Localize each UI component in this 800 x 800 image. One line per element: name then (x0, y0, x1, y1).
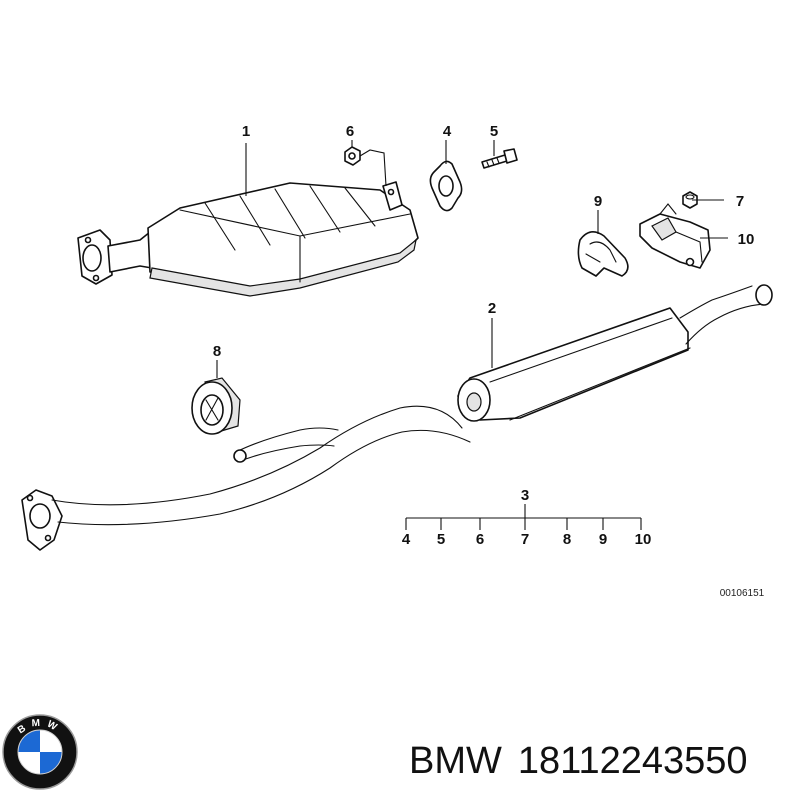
kit-part-number: 7 (521, 531, 529, 548)
bmw-logo-quadrant (40, 752, 62, 774)
callout-10: 10 (738, 231, 755, 248)
kit-part-number: 6 (476, 531, 484, 548)
brand-name: BMW (409, 740, 502, 782)
rubber-mount-9 (577, 231, 629, 277)
callout-labels: 1 6 4 5 7 9 10 2 8 3 (213, 123, 755, 504)
rubber-ring-8 (191, 377, 241, 435)
nut-6 (344, 146, 361, 166)
kit-parts-list: 4 5 6 7 8 9 10 (402, 531, 652, 548)
callout-2: 2 (488, 300, 496, 317)
nut-7 (682, 191, 698, 209)
diagram-id: 00106151 (720, 588, 765, 599)
part-caption: BMW 18112243550 (409, 736, 793, 786)
kit-part-number: 4 (402, 531, 411, 548)
callout-5: 5 (490, 123, 498, 140)
kit-part-number: 8 (563, 531, 571, 548)
middle-pipe-with-silencer (21, 284, 773, 551)
callout-3: 3 (521, 487, 529, 504)
callout-4: 4 (443, 123, 452, 140)
bracket-10 (639, 203, 711, 269)
bmw-logo-quadrant (18, 730, 40, 752)
callout-8: 8 (213, 343, 221, 360)
callout-6: 6 (346, 123, 354, 140)
gasket-4 (429, 160, 463, 212)
kit-part-number: 9 (599, 531, 607, 548)
part-number: 18112243550 (517, 740, 748, 782)
callout-7: 7 (736, 193, 744, 210)
catalytic-converter (77, 181, 419, 297)
kit-part-number: 5 (437, 531, 445, 548)
leader-lines (216, 140, 728, 530)
callout-1: 1 (242, 123, 250, 140)
callout-9: 9 (594, 193, 602, 210)
bolt-5 (481, 148, 518, 169)
bmw-logo: BMW (2, 714, 78, 790)
kit-part-number: 10 (635, 531, 652, 548)
